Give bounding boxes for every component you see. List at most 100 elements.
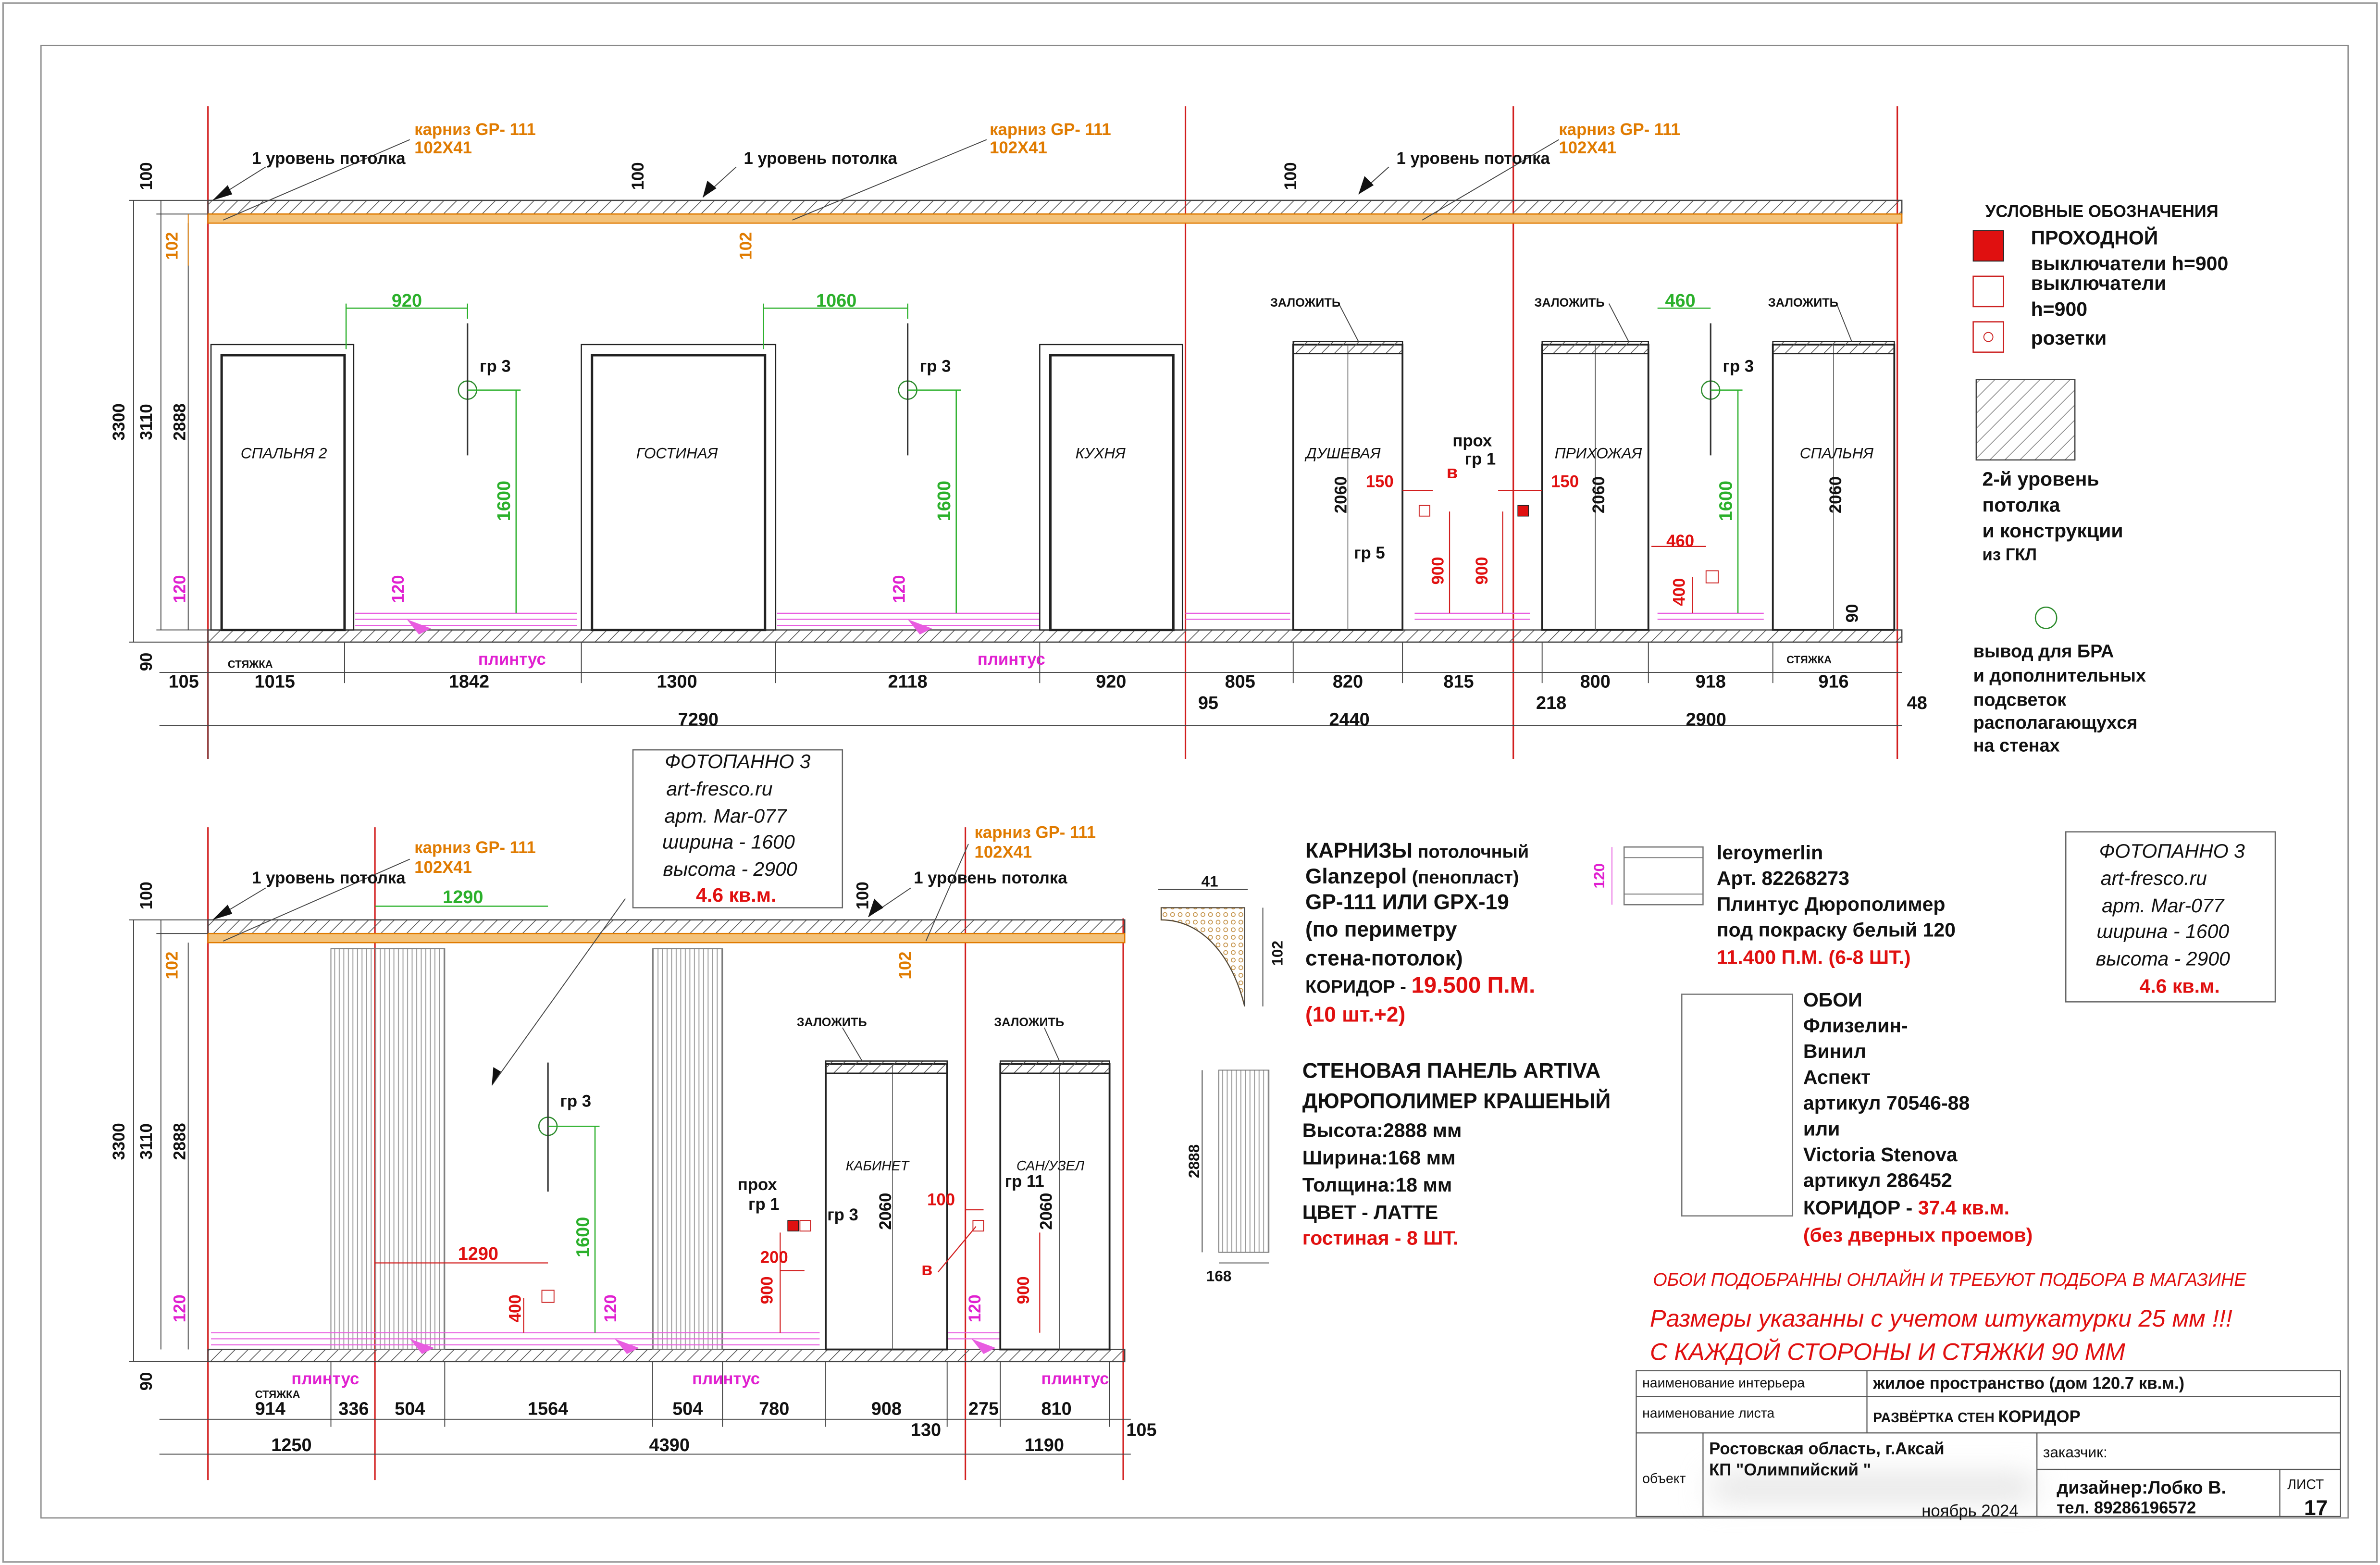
room-label: КАБИНЕТ xyxy=(846,1158,910,1174)
dim-profile: 41 xyxy=(1201,872,1218,890)
dim-vertical: 100 xyxy=(1282,162,1300,190)
dim-vertical: 90 xyxy=(1844,604,1862,623)
photopanel-area: 4.6 кв.м. xyxy=(2139,975,2219,997)
dim-green: 1600 xyxy=(934,481,954,521)
seal-label: ЗАЛОЖИТЬ xyxy=(797,1016,867,1029)
top-elevation xyxy=(129,106,1903,759)
seal-label: ЗАЛОЖИТЬ xyxy=(1768,296,1838,310)
title-block-sheet-no: 17 xyxy=(2304,1496,2328,1520)
dim-total: 4390 xyxy=(649,1435,690,1455)
plinth-profile-icon xyxy=(1611,846,1704,906)
dim-bottom: 1564 xyxy=(528,1399,568,1419)
dim-red: 900 xyxy=(1473,557,1491,584)
legend-sconce-desc: располагающуxся xyxy=(1973,713,2138,733)
dim-vertical: 2060 xyxy=(1827,476,1845,513)
dim-bottom: 1842 xyxy=(449,672,489,692)
group-label: гр 3 xyxy=(1723,358,1754,376)
dim-magenta: 120 xyxy=(890,575,908,603)
dim-vertical: 3110 xyxy=(137,404,156,440)
wallpaper-swatch xyxy=(1681,994,1794,1217)
dim-vertical: 2888 xyxy=(171,403,189,440)
ceiling-slab xyxy=(207,919,1126,934)
group-label: гр 3 xyxy=(480,358,511,376)
ceiling-slab xyxy=(207,199,1903,215)
pass-switch-icon xyxy=(1517,505,1529,517)
dim-magenta: 120 xyxy=(602,1294,620,1322)
dim-green: 920 xyxy=(392,291,422,311)
dim-vertical: 3110 xyxy=(137,1123,156,1159)
pass-label: прох xyxy=(1452,432,1492,450)
dim-total: 48 xyxy=(1907,693,1927,713)
plinth-spec: под покраску белый 120 xyxy=(1717,919,1956,941)
cornice-spec: GP-111 ИЛИ GPX-19 xyxy=(1305,891,1509,914)
socket-icon xyxy=(1705,570,1719,584)
cornice-note: 102X41 xyxy=(990,139,1047,157)
switch-legend-icon xyxy=(1972,275,2005,308)
door-living xyxy=(591,354,767,632)
dim-total: 95 xyxy=(1198,693,1218,713)
dim-profile: 120 xyxy=(1590,863,1608,889)
dim-bottom: 918 xyxy=(1696,672,1726,692)
title-block-value-part: РАЗВЁРТКА СТЕН xyxy=(1873,1410,1998,1426)
switch-letter: в xyxy=(921,1259,932,1279)
group-label: гр 3 xyxy=(560,1092,591,1110)
legend-gkl-desc: 2-й уровень xyxy=(1983,468,2099,490)
photopanel-note-box xyxy=(632,749,843,908)
dim-magenta: 120 xyxy=(171,575,189,603)
cornice-spec-part: Glanzepol xyxy=(1305,865,1407,888)
dim-total: 218 xyxy=(1536,693,1566,713)
dim-bottom: 800 xyxy=(1580,672,1611,692)
bottom-elevation xyxy=(129,827,1131,1480)
legend-sconce-desc: вывод для БРА xyxy=(1973,641,2114,661)
wall-panel-profile-icon xyxy=(1202,1069,1270,1264)
wallpaper-spec: Victoria Stenova xyxy=(1803,1143,1958,1166)
cornice-note: карниз GP- 111 xyxy=(990,121,1111,139)
door-kitchen xyxy=(1049,354,1175,632)
legend-switch-desc: выключатели xyxy=(2031,272,2167,294)
switch-icon xyxy=(1418,505,1430,517)
room-label: ГОСТИНАЯ xyxy=(636,445,718,462)
sconce-legend-icon xyxy=(2034,606,2058,629)
plinth-spec: Плинтус Дюрополимер xyxy=(1717,893,1946,915)
cornice-spec-part: КОРИДОР - xyxy=(1305,977,1411,997)
wallpaper-spec-part: КОРИДОР - xyxy=(1803,1196,1918,1218)
room-label: КУХНЯ xyxy=(1076,445,1126,462)
wallpaper-spec: Аспект xyxy=(1803,1066,1871,1088)
room-label: СПАЛЬНЯ 2 xyxy=(241,445,327,462)
door-office xyxy=(825,1063,948,1351)
dim-vertical: 100 xyxy=(854,882,872,909)
screed-label: СТЯЖКА xyxy=(228,658,273,671)
dim-bottom: 914 xyxy=(255,1399,285,1419)
title-block-label: наименование интерьера xyxy=(1642,1376,1805,1391)
dim-vertical: 100 xyxy=(137,882,156,909)
dim-red: 150 xyxy=(1366,473,1394,491)
panel-spec: Толщина:18 мм xyxy=(1302,1174,1452,1196)
cornice-note: 102X41 xyxy=(414,858,472,877)
title-block-label: ЛИСТ xyxy=(2287,1477,2324,1492)
note-sizes: С КАЖДОЙ СТОРОНЫ И СТЯЖКИ 90 ММ xyxy=(1650,1338,2126,1366)
dim-green: 460 xyxy=(1665,291,1695,311)
dim-green: 1060 xyxy=(816,291,856,311)
photopanel-height: высота - 2900 xyxy=(663,858,797,880)
dim-bottom: 275 xyxy=(968,1399,999,1419)
wallpaper-spec: или xyxy=(1803,1118,1840,1140)
dim-vertical: 3300 xyxy=(110,403,128,440)
dim-total: 1250 xyxy=(271,1435,311,1455)
dim-bottom: 1015 xyxy=(255,672,295,692)
cornice-strip xyxy=(207,213,1903,224)
panel-spec: ДЮРОПОЛИМЕР КРАШЕНЫЙ xyxy=(1302,1088,1611,1113)
cornice-note: 102X41 xyxy=(1559,139,1616,157)
dim-bottom: 1300 xyxy=(657,672,697,692)
dim-red: 150 xyxy=(1551,473,1579,491)
cornice-spec: КОРИДОР - 19.500 П.М. xyxy=(1305,972,1535,998)
cornice-spec: (по периметру xyxy=(1305,918,1457,942)
room-label: САН/УЗЕЛ xyxy=(1016,1158,1085,1174)
panel-spec: Ширина:168 мм xyxy=(1302,1146,1456,1168)
dim-profile: 2888 xyxy=(1185,1144,1202,1178)
cornice-note: карниз GP- 111 xyxy=(414,121,536,139)
dim-bottom: 336 xyxy=(338,1399,369,1419)
dim-vertical: 2060 xyxy=(1038,1193,1056,1230)
cornice-spec-part: (пенопласт) xyxy=(1407,868,1519,888)
dim-red: 400 xyxy=(506,1294,524,1322)
dim-total: 2900 xyxy=(1686,710,1726,730)
